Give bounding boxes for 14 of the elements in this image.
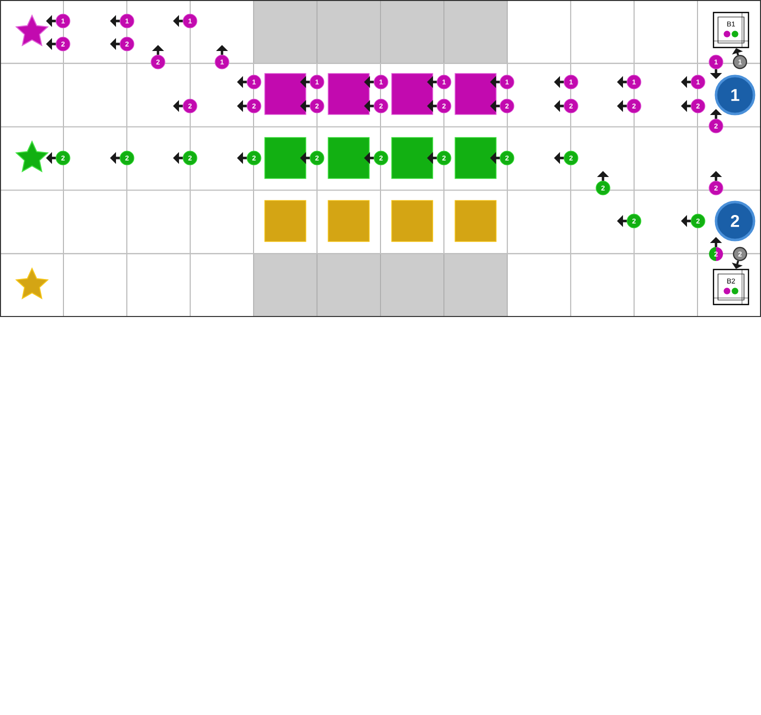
target-square xyxy=(264,73,306,115)
robot-badge: 1 xyxy=(714,74,756,116)
target-square xyxy=(264,137,306,179)
target-square xyxy=(264,200,306,242)
robot-badge: 2 xyxy=(714,200,756,242)
target-square xyxy=(391,137,434,179)
target-square xyxy=(328,73,370,115)
target-square xyxy=(391,73,434,115)
target-square xyxy=(391,200,434,242)
target-square xyxy=(454,73,496,115)
target-square xyxy=(454,137,496,179)
target-square xyxy=(328,137,370,179)
target-square xyxy=(454,200,496,242)
target-square xyxy=(328,200,370,242)
